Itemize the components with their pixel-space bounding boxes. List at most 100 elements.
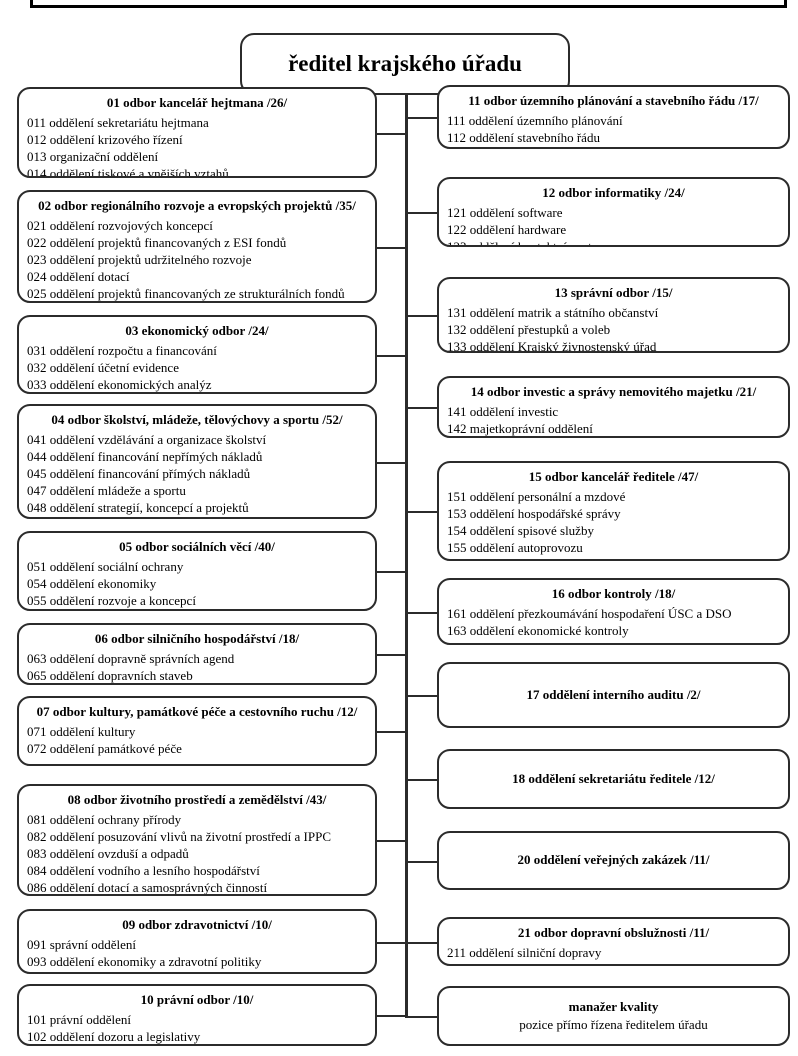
connector-stub-03 xyxy=(377,355,408,357)
box-item: 033 oddělení ekonomických analýz xyxy=(27,377,212,392)
org-box-11: 11 odbor územního plánování a stavebního… xyxy=(437,85,790,149)
connector-stub-05 xyxy=(377,571,408,573)
box-item: 022 oddělení projektů financovaných z ES… xyxy=(27,235,287,250)
box-item: 121 oddělení software xyxy=(447,205,563,220)
box-title: 07 odbor kultury, památkové péče a cesto… xyxy=(36,704,358,719)
connector-stub-01 xyxy=(377,133,408,135)
box-title: 21 odbor dopravní obslužnosti /11/ xyxy=(517,925,710,940)
top-cropped-title-box xyxy=(30,0,787,8)
org-box-01: 01 odbor kancelář hejtmana /26/011 odděl… xyxy=(17,87,377,178)
box-item: 102 oddělení dozoru a legislativy xyxy=(27,1029,201,1044)
org-box-06: 06 odbor silničního hospodářství /18/063… xyxy=(17,623,377,685)
org-box-05: 05 odbor sociálních věcí /40/051 oddělen… xyxy=(17,531,377,611)
box-item: 014 oddělení tiskové a vnějších vztahů xyxy=(27,166,229,178)
box-item: 142 majetkoprávní oddělení xyxy=(447,421,593,436)
org-box-21: 21 odbor dopravní obslužnosti /11/211 od… xyxy=(437,917,790,966)
connector-stub-21 xyxy=(405,942,437,944)
box-item: 084 oddělení vodního a lesního hospodářs… xyxy=(27,863,260,878)
box-title: 16 odbor kontroly /18/ xyxy=(551,586,676,601)
box-item: 122 oddělení hardware xyxy=(447,222,567,237)
box-item: 131 oddělení matrik a státního občanství xyxy=(447,305,659,320)
connector-stub-manazer-kvality xyxy=(405,1016,437,1018)
box-title: 14 odbor investic a správy nemovitého ma… xyxy=(470,384,757,399)
box-title: manažer kvality xyxy=(568,999,659,1014)
org-box-07: 07 odbor kultury, památkové péče a cesto… xyxy=(17,696,377,766)
box-title: 17 oddělení interního auditu /2/ xyxy=(526,686,701,702)
box-item: 044 oddělení financování nepřímých nákla… xyxy=(27,449,263,464)
box-title: 05 odbor sociálních věcí /40/ xyxy=(119,539,275,554)
box-item: 051 oddělení sociální ochrany xyxy=(27,559,184,574)
box-title: 15 odbor kancelář ředitele /47/ xyxy=(528,469,699,484)
box-item: 063 oddělení dopravně správních agend xyxy=(27,651,235,666)
connector-stub-08 xyxy=(377,840,408,842)
box-title: 04 odbor školství, mládeže, tělovýchovy … xyxy=(51,412,343,427)
box-item: 133 oddělení Krajský živnostenský úřad xyxy=(447,339,657,353)
org-box-03: 03 ekonomický odbor /24/031 oddělení roz… xyxy=(17,315,377,394)
connector-stub-10 xyxy=(377,1015,408,1017)
box-item: 132 oddělení přestupků a voleb xyxy=(447,322,611,337)
box-item: 021 oddělení rozvojových koncepcí xyxy=(27,218,213,233)
org-box-09: 09 odbor zdravotnictví /10/091 správní o… xyxy=(17,909,377,974)
box-title: 08 odbor životního prostředí a zemědělst… xyxy=(67,792,327,807)
box-item: 155 oddělení autoprovozu xyxy=(447,540,583,555)
box-item: 093 oddělení ekonomiky a zdravotní polit… xyxy=(27,954,262,969)
box-item: 025 oddělení projektů financovaných ze s… xyxy=(27,286,345,301)
box-title: 03 ekonomický odbor /24/ xyxy=(125,323,269,338)
box-item: 054 oddělení ekonomiky xyxy=(27,576,157,591)
box-item: 047 oddělení mládeže a sportu xyxy=(27,483,186,498)
org-box-15: 15 odbor kancelář ředitele /47/151 odděl… xyxy=(437,461,790,561)
org-box-08: 08 odbor životního prostředí a zemědělst… xyxy=(17,784,377,896)
trunk-connector-line xyxy=(405,95,408,1018)
box-item: 045 oddělení financování přímých nákladů xyxy=(27,466,251,481)
root-box-reditel: ředitel krajského úřadu xyxy=(240,33,570,95)
connector-stub-17 xyxy=(405,695,437,697)
connector-stub-20 xyxy=(405,861,437,863)
box-title: 06 odbor silničního hospodářství /18/ xyxy=(94,631,300,646)
box-item: 086 oddělení dotací a samosprávných činn… xyxy=(27,880,268,895)
box-title: 20 oddělení veřejných zakázek /11/ xyxy=(517,852,710,867)
box-item: 101 právní oddělení xyxy=(27,1012,131,1027)
box-item: 024 oddělení dotací xyxy=(27,269,130,284)
org-box-13: 13 správní odbor /15/131 oddělení matrik… xyxy=(437,277,790,353)
box-item: 012 oddělení krizového řízení xyxy=(27,132,183,147)
box-item: 071 oddělení kultury xyxy=(27,724,136,739)
org-box-20: 20 oddělení veřejných zakázek /11/ xyxy=(437,831,790,890)
box-item: 031 oddělení rozpočtu a financování xyxy=(27,343,217,358)
box-item: 091 správní oddělení xyxy=(27,937,137,952)
root-title: ředitel krajského úřadu xyxy=(288,51,522,76)
box-title: 18 oddělení sekretariátu ředitele /12/ xyxy=(512,770,715,786)
connector-stub-07 xyxy=(377,731,408,733)
box-item: 211 oddělení silniční dopravy xyxy=(447,945,602,960)
box-title: 02 odbor regionálního rozvoje a evropský… xyxy=(38,198,356,213)
box-title: 12 odbor informatiky /24/ xyxy=(542,185,685,200)
connector-stub-02 xyxy=(377,247,408,249)
box-item: 081 oddělení ochrany přírody xyxy=(27,812,182,827)
box-item: 055 oddělení rozvoje a koncepcí xyxy=(27,593,196,608)
box-item: 072 oddělení památkové péče xyxy=(27,741,182,756)
org-box-18: 18 oddělení sekretariátu ředitele /12/ xyxy=(437,749,790,809)
connector-stub-06 xyxy=(377,654,408,656)
box-item: 111 oddělení územního plánování xyxy=(447,113,623,128)
box-item: 023 oddělení projektů udržitelného rozvo… xyxy=(27,252,252,267)
box-title: 11 odbor územního plánování a stavebního… xyxy=(468,93,759,108)
box-item: 032 oddělení účetní evidence xyxy=(27,360,179,375)
box-title: 10 právní odbor /10/ xyxy=(140,992,254,1007)
box-item: 141 oddělení investic xyxy=(447,404,559,419)
connector-stub-13 xyxy=(405,315,437,317)
connector-stub-04 xyxy=(377,462,408,464)
connector-stub-09 xyxy=(377,942,408,944)
connector-stub-14 xyxy=(405,407,437,409)
box-item: 153 oddělení hospodářské správy xyxy=(447,506,621,521)
box-item: 154 oddělení spisové služby xyxy=(447,523,594,538)
box-item: 065 oddělení dopravních staveb xyxy=(27,668,193,683)
box-item: 112 oddělení stavebního řádu xyxy=(447,130,600,145)
connector-stub-15 xyxy=(405,511,437,513)
box-item: 083 oddělení ovzduší a odpadů xyxy=(27,846,189,861)
org-box-04: 04 odbor školství, mládeže, tělovýchovy … xyxy=(17,404,377,519)
org-box-17: 17 oddělení interního auditu /2/ xyxy=(437,662,790,728)
box-item: 161 oddělení přezkoumávání hospodaření Ú… xyxy=(447,606,732,621)
box-item: 013 organizační oddělení xyxy=(27,149,159,164)
box-title: 09 odbor zdravotnictví /10/ xyxy=(122,917,272,932)
